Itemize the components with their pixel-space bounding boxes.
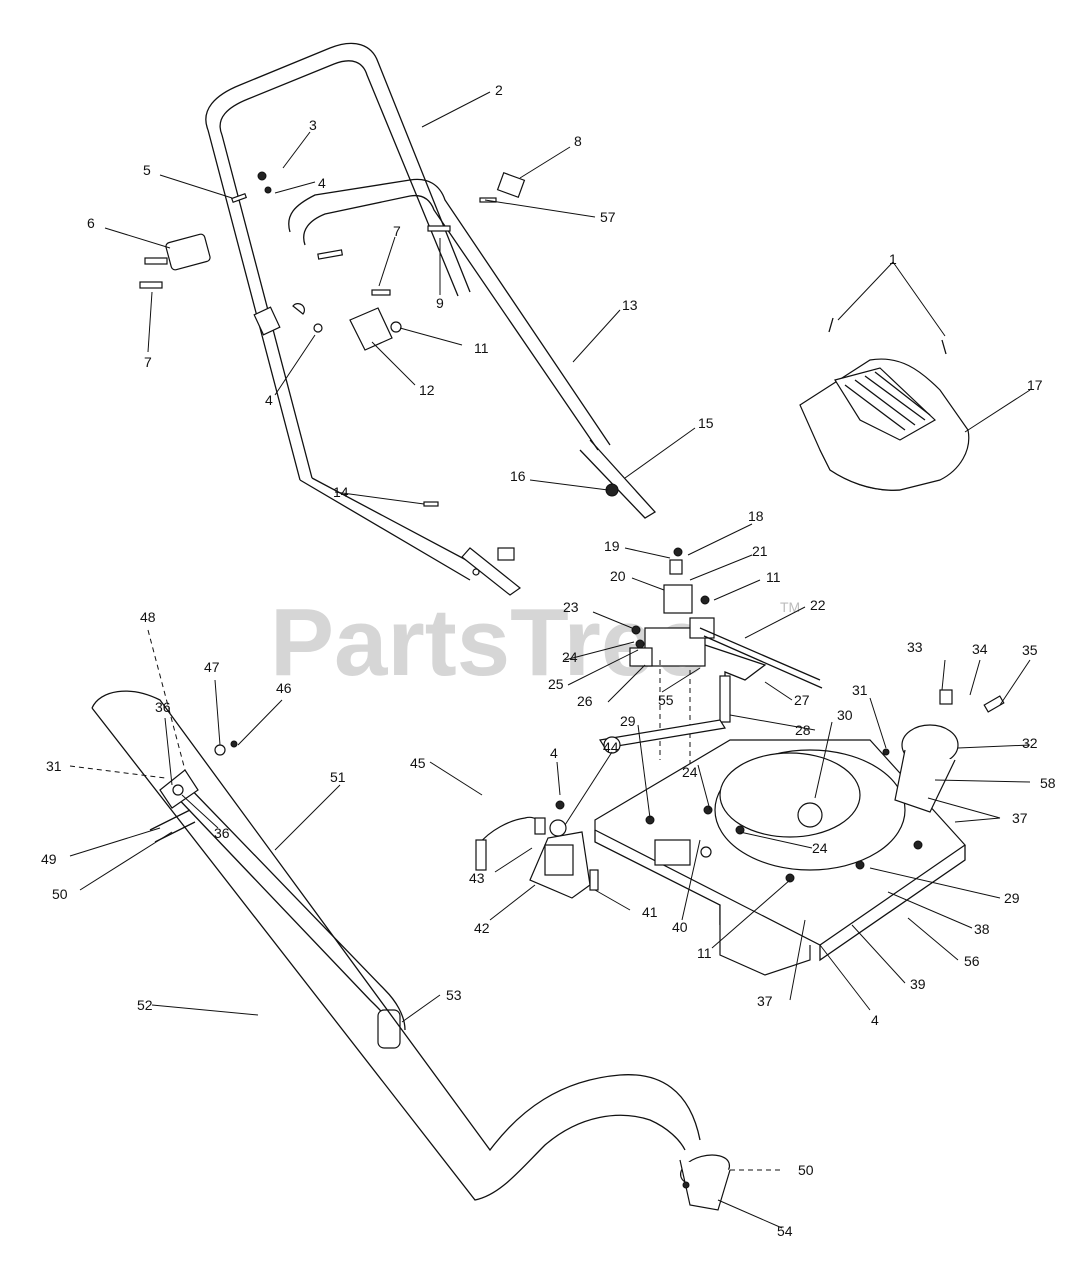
callout-labels: 2 3 4 5 6 7 7 8 57 9 11 12 4 13 1 17 15 …: [41, 82, 1056, 1239]
callout-11: 11: [474, 340, 489, 356]
callout-41: 41: [642, 904, 658, 920]
callout-53: 53: [446, 987, 462, 1003]
callout-29: 29: [620, 713, 636, 729]
discharge-chute: [882, 689, 1005, 813]
callout-5: 5: [143, 162, 151, 178]
callout-2: 2: [495, 82, 503, 98]
handle-knob: [165, 233, 211, 271]
engine-cover: [799, 317, 970, 491]
callout-36: 36: [155, 699, 171, 715]
bag-frame-end-cap: [377, 1009, 401, 1049]
callout-4: 4: [550, 745, 558, 761]
callout-32: 32: [1022, 735, 1038, 751]
callout-8: 8: [574, 133, 582, 149]
callout-40: 40: [672, 919, 688, 935]
callout-35: 35: [1022, 642, 1038, 658]
callout-15: 15: [698, 415, 714, 431]
upper-handle: [205, 42, 471, 481]
callout-1: 1: [889, 251, 897, 267]
callout-33: 33: [907, 639, 923, 655]
callout-4: 4: [871, 1012, 879, 1028]
callout-24: 24: [562, 649, 578, 665]
callout-49: 49: [41, 851, 57, 867]
callout-9: 9: [436, 295, 444, 311]
watermark-tm: TM: [780, 599, 800, 615]
callout-24: 24: [812, 840, 828, 856]
callout-29: 29: [1004, 890, 1020, 906]
watermark-text: PartsTree: [270, 589, 708, 696]
mower-deck: [594, 719, 966, 976]
callout-24: 24: [682, 764, 698, 780]
callout-57: 57: [600, 209, 616, 225]
handle-hardware: [139, 171, 619, 576]
callout-7: 7: [144, 354, 152, 370]
callout-13: 13: [622, 297, 638, 313]
wheel-bracket: [475, 800, 599, 899]
callout-19: 19: [604, 538, 620, 554]
callout-11: 11: [766, 569, 781, 585]
callout-39: 39: [910, 976, 926, 992]
callout-54: 54: [777, 1223, 793, 1239]
callout-25: 25: [548, 676, 564, 692]
callout-31: 31: [46, 758, 62, 774]
callout-47: 47: [204, 659, 220, 675]
control-assembly: [629, 547, 823, 770]
callout-52: 52: [137, 997, 153, 1013]
callout-7: 7: [393, 223, 401, 239]
control-housing: [663, 584, 693, 614]
callout-45: 45: [410, 755, 426, 771]
callout-50: 50: [798, 1162, 814, 1178]
callout-4: 4: [265, 392, 273, 408]
bag-assembly: [91, 690, 731, 1211]
callout-22: 22: [810, 597, 826, 613]
callout-51: 51: [330, 769, 346, 785]
callout-38: 38: [974, 921, 990, 937]
callout-3: 3: [309, 117, 317, 133]
callout-58: 58: [1040, 775, 1056, 791]
callout-31: 31: [852, 682, 868, 698]
callout-56: 56: [964, 953, 980, 969]
callout-23: 23: [563, 599, 579, 615]
callout-11: 11: [697, 945, 712, 961]
callout-30: 30: [837, 707, 853, 723]
callout-43: 43: [469, 870, 485, 886]
callout-16: 16: [510, 468, 526, 484]
callout-36: 36: [214, 825, 230, 841]
lower-handle: [288, 178, 657, 596]
callout-20: 20: [610, 568, 626, 584]
callout-21: 21: [752, 543, 768, 559]
callout-55: 55: [658, 692, 674, 708]
callout-42: 42: [474, 920, 490, 936]
callout-46: 46: [276, 680, 292, 696]
callout-26: 26: [577, 693, 593, 709]
watermark: PartsTree TM: [270, 589, 800, 696]
cable-guide-bracket: [349, 307, 393, 351]
leader-lines: [69, 91, 1031, 1229]
callout-12: 12: [419, 382, 435, 398]
callout-17: 17: [1027, 377, 1043, 393]
callout-37: 37: [757, 993, 773, 1009]
callout-44: 44: [603, 739, 619, 755]
callout-37: 37: [1012, 810, 1028, 826]
callout-34: 34: [972, 641, 988, 657]
callout-4: 4: [318, 175, 326, 191]
callout-6: 6: [87, 215, 95, 231]
callout-18: 18: [748, 508, 764, 524]
callout-48: 48: [140, 609, 156, 625]
callout-28: 28: [795, 722, 811, 738]
callout-14: 14: [333, 484, 349, 500]
callout-27: 27: [794, 692, 810, 708]
callout-50: 50: [52, 886, 68, 902]
